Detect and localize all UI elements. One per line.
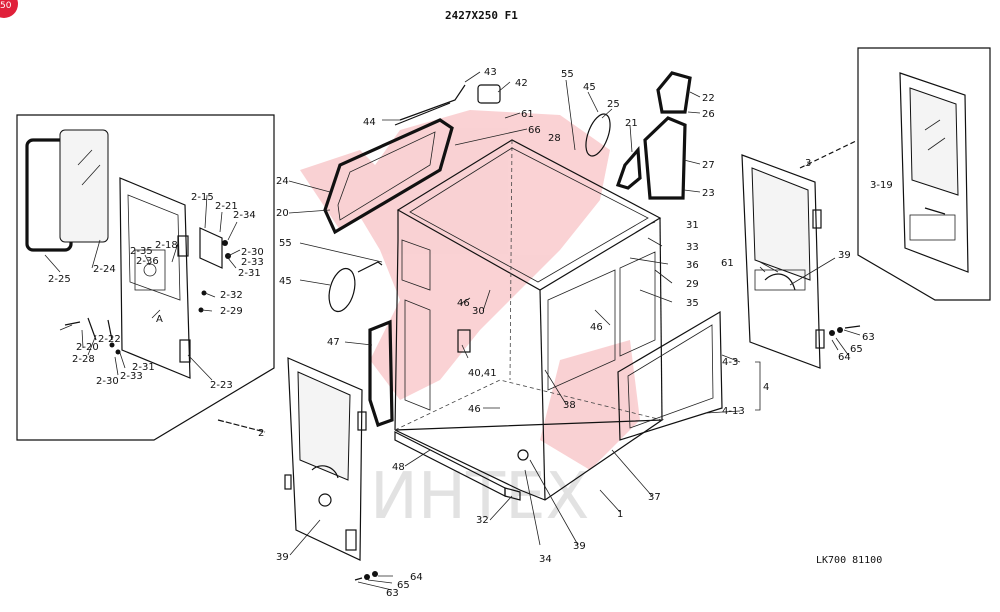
callout-2-15: 2-15 <box>191 192 214 203</box>
callout-47: 47 <box>327 337 340 348</box>
callout-2-33-bottom: 2-33 <box>120 371 143 382</box>
left-door <box>284 357 367 561</box>
callout-38: 38 <box>563 400 576 411</box>
callout-61: 61 <box>521 109 534 120</box>
callout-46-b: 46 <box>590 322 603 333</box>
callout-4-3: 4-3 <box>722 357 738 368</box>
svg-text:50: 50 <box>0 1 12 11</box>
callout-29: 29 <box>686 279 699 290</box>
callout-2: 2 <box>258 428 264 439</box>
callout-36: 36 <box>686 260 699 271</box>
callout-64-right: 64 <box>838 352 851 363</box>
cab-body <box>394 139 723 501</box>
callout-2-32: 2-32 <box>220 290 243 301</box>
callout-2-24: 2-24 <box>93 264 116 275</box>
callout-22: 22 <box>702 93 715 104</box>
callout-2-33-top: 2-33 <box>241 257 264 268</box>
callout-2-18: 2-18 <box>155 240 178 251</box>
callout-39-door: 39 <box>276 552 289 563</box>
callout-2-35: 2-35 <box>130 246 153 257</box>
callout-4-13: 4-13 <box>722 406 745 417</box>
callout-3: 3 <box>805 158 811 169</box>
callout-44: 44 <box>363 117 376 128</box>
right-inset <box>857 47 991 301</box>
callout-42: 42 <box>515 78 528 89</box>
callout-24: 24 <box>276 176 289 187</box>
callout-2-20: 2-20 <box>76 342 99 353</box>
callout-2-31-top: 2-31 <box>238 268 261 279</box>
callout-2-31-bottom: 2-31 <box>132 362 155 373</box>
callout-61-right: 61 <box>721 258 734 269</box>
callout-35: 35 <box>686 298 699 309</box>
callout-2-25: 2-25 <box>48 274 71 285</box>
callout-32: 32 <box>476 515 489 526</box>
right-door <box>741 154 825 369</box>
callout-31: 31 <box>686 220 699 231</box>
callout-45-left: 45 <box>279 276 292 287</box>
callout-26: 26 <box>702 109 715 120</box>
callout-63-left: 63 <box>386 588 399 599</box>
wiper-arm <box>399 84 466 121</box>
callout-28: 28 <box>548 133 561 144</box>
callout-4: 4 <box>763 382 769 393</box>
callout-37: 37 <box>648 492 661 503</box>
callout-55-top: 55 <box>561 69 574 80</box>
callout-a: A <box>156 314 163 325</box>
callout-65-right: 65 <box>850 344 863 355</box>
callout-1: 1 <box>617 509 623 520</box>
left-inset: 2-25 2-24 2-15 2-21 2-34 2-18 2-35 2-36 … <box>16 114 275 441</box>
callout-2-23: 2-23 <box>210 380 233 391</box>
callout-21: 21 <box>625 118 638 129</box>
callout-3-19: 3-19 <box>870 180 893 191</box>
callout-55-left: 55 <box>279 238 292 249</box>
callout-2-30-top: 2-30 <box>241 247 264 258</box>
callout-23: 23 <box>702 188 715 199</box>
callout-64-left: 64 <box>410 572 423 583</box>
callout-48: 48 <box>392 462 405 473</box>
front-windscreen <box>323 118 454 235</box>
callout-39-main: 39 <box>573 541 586 552</box>
callout-2-22: 2-22 <box>98 334 121 345</box>
callout-2-29: 2-29 <box>220 306 243 317</box>
callout-34: 34 <box>539 554 552 565</box>
callout-65-left: 65 <box>397 580 410 591</box>
callout-66: 66 <box>528 125 541 136</box>
callout-43: 43 <box>484 67 497 78</box>
callout-27: 27 <box>702 160 715 171</box>
callout-33: 33 <box>686 242 699 253</box>
callout-2-36: 2-36 <box>136 256 159 267</box>
callout-46-a: 46 <box>457 298 470 309</box>
callout-46-c: 46 <box>468 404 481 415</box>
drawing-title: 2427X250 F1 <box>445 9 518 22</box>
drawing-code: LK700 81100 <box>816 555 882 566</box>
callout-2-30-bottom: 2-30 <box>96 376 119 387</box>
callout-45-top: 45 <box>583 82 596 93</box>
watermark-text: ИНТЕХ <box>370 460 589 534</box>
callout-40-41: 40,41 <box>468 368 497 379</box>
callout-20: 20 <box>276 208 289 219</box>
callout-2-34: 2-34 <box>233 210 256 221</box>
callout-63-right: 63 <box>862 332 875 343</box>
watermark <box>300 110 640 470</box>
callout-39-right: 39 <box>838 250 851 261</box>
callout-30: 30 <box>472 306 485 317</box>
corner-badge: 50 <box>0 0 18 18</box>
callout-2-28: 2-28 <box>72 354 95 365</box>
callout-2-21: 2-21 <box>215 201 238 212</box>
callout-25: 25 <box>607 99 620 110</box>
